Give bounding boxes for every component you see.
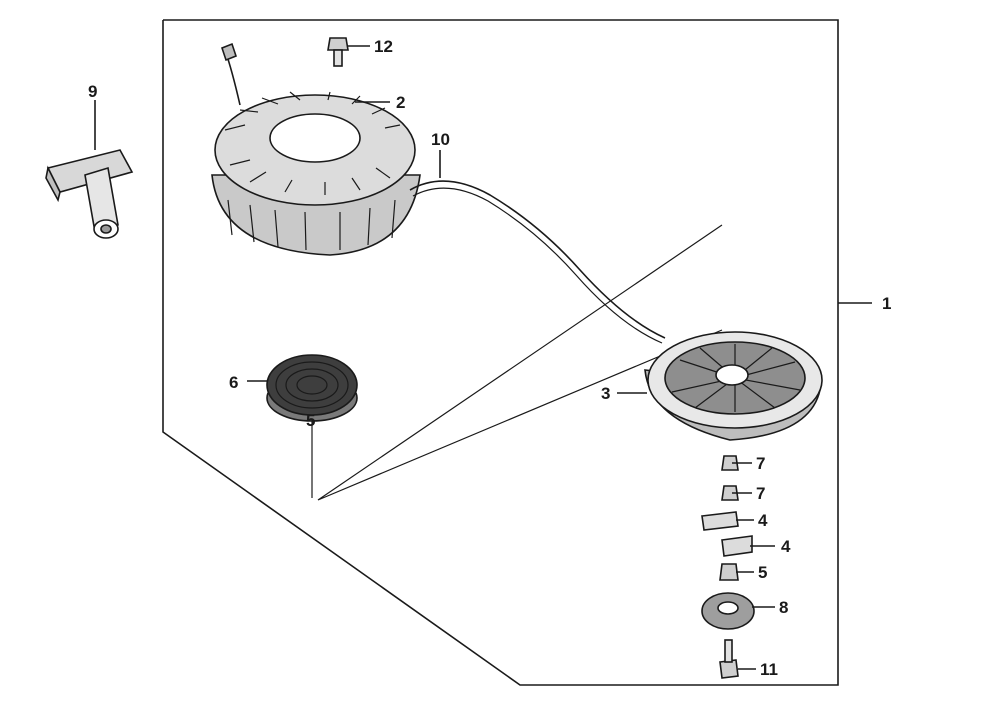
callout-5-spring-seat: 5	[306, 411, 315, 430]
starter-case-part	[211, 42, 421, 256]
starter-rope-part-inner	[412, 187, 663, 344]
small-parts-stack	[701, 455, 775, 679]
callout-9: 9	[88, 82, 97, 101]
callout-1: 1	[882, 294, 891, 313]
callout-12: 12	[374, 37, 393, 56]
callout-5-pawl-spring: 5	[758, 563, 767, 582]
callout-2: 2	[396, 93, 405, 112]
starter-grip-part	[45, 100, 134, 239]
assembly-boundary	[162, 19, 839, 686]
callout-6: 6	[229, 373, 238, 392]
callout-10: 10	[431, 130, 450, 149]
callout-3: 3	[601, 384, 610, 403]
subassembly-pointer-lines	[317, 224, 723, 501]
callout-4-lower: 4	[781, 537, 791, 556]
starter-rope-part	[409, 180, 666, 339]
callout-7-upper: 7	[756, 454, 765, 473]
flange-bolt-part	[327, 37, 370, 67]
callout-7-lower: 7	[756, 484, 765, 503]
callout-4-upper: 4	[758, 511, 768, 530]
callout-8: 8	[779, 598, 788, 617]
recoil-reel-part	[617, 331, 823, 441]
callout-11: 11	[760, 660, 778, 679]
recoil-spring-part	[247, 354, 358, 422]
